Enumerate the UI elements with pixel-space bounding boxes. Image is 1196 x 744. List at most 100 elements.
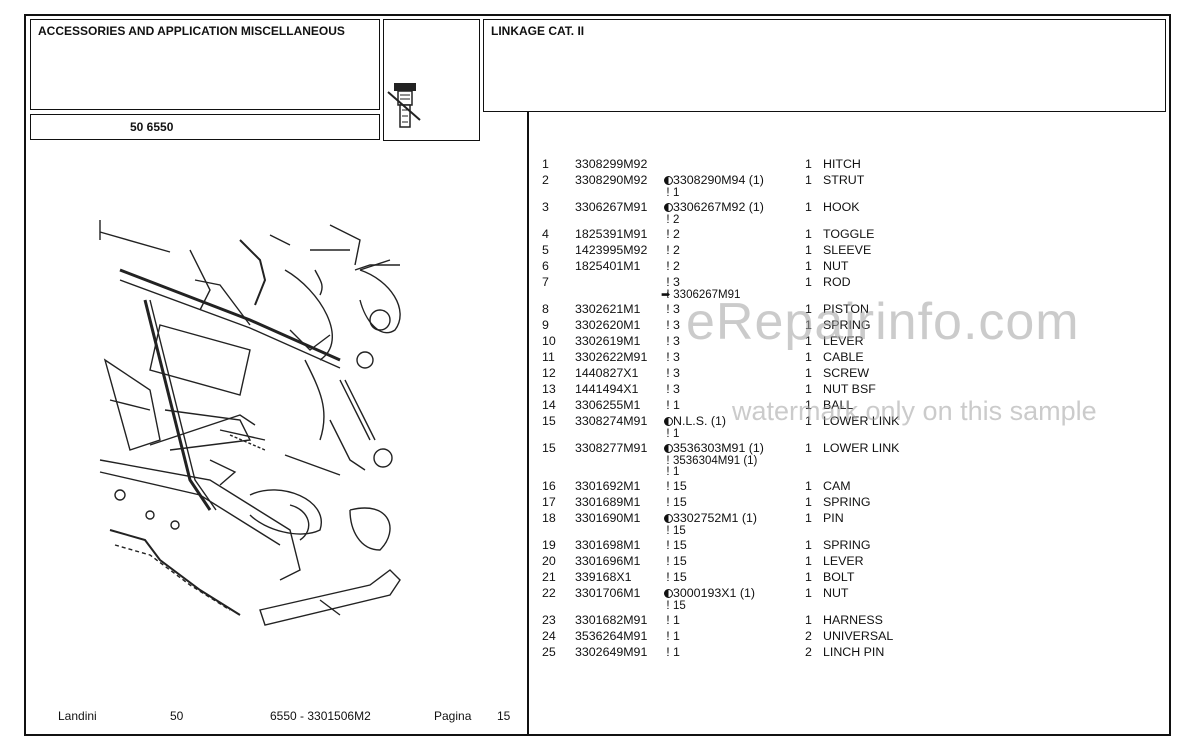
compat-mark: ! (666, 495, 670, 509)
ref-number: 24 (542, 629, 556, 643)
ref-number: 17 (542, 495, 556, 509)
model-number: 50 6550 (130, 120, 174, 134)
ref-number: 15 (542, 441, 556, 455)
part-number: 3301706M1 (575, 586, 641, 600)
reference-cell: 2 (673, 226, 805, 242)
part-number: 339168X1 (575, 570, 632, 584)
quantity: 2 (805, 645, 812, 659)
reference-cell: 3306267M92 (1)2 (673, 199, 805, 226)
reference-cell: 3➡ 3306267M91 (661, 274, 805, 301)
ref-number: 10 (542, 334, 556, 348)
footer-doc-number: 6550 - 3301506M2 (270, 709, 371, 723)
hitch-pin-icon (387, 83, 421, 128)
reference: 1 (673, 398, 680, 412)
description: BALL (823, 398, 854, 412)
compat-mark: ! (663, 510, 673, 537)
description: STRUT (823, 173, 865, 187)
exploded-linkage-diagram (99, 220, 401, 626)
compat-mark: ! (663, 585, 673, 612)
compat-mark: ! (666, 645, 670, 659)
quantity: 1 (805, 227, 812, 241)
ref-number: 18 (542, 511, 556, 525)
reference-cell: N.L.S. (1)1 (673, 413, 805, 440)
part-number: 3536264M91 (575, 629, 648, 643)
ref-number: 2 (542, 173, 549, 187)
quantity: 1 (805, 259, 812, 273)
compat-mark: ! (666, 538, 670, 552)
description: SLEEVE (823, 243, 872, 257)
part-number: 1440827X1 (575, 366, 639, 380)
description: SPRING (823, 495, 871, 509)
reference: 2 (673, 243, 680, 257)
quantity: 1 (805, 302, 812, 316)
page-frame (24, 14, 1171, 736)
reference-cell: 3 (673, 333, 805, 349)
reference: 3302752M1 (1) (673, 511, 758, 525)
quantity: 1 (805, 586, 812, 600)
quantity: 1 (805, 479, 812, 493)
compat-mark: !! (663, 274, 673, 301)
interchange-dot-icon (663, 203, 673, 212)
footer-brand: Landini (58, 709, 97, 723)
reference-sub: 3536304M91 (1) (673, 455, 758, 467)
ref-number: 20 (542, 554, 556, 568)
ref-number: 6 (542, 259, 549, 273)
reference: 15 (673, 570, 687, 584)
watermark-note: watermark only on this sample (732, 396, 1097, 426)
description: NUT (823, 259, 849, 273)
compat-mark-continuation: ! (666, 428, 670, 440)
part-number: 3302619M1 (575, 334, 641, 348)
reference-sub: 15 (673, 525, 686, 537)
quantity: 1 (805, 538, 812, 552)
compat-mark: ! (666, 259, 670, 273)
description: ROD (823, 275, 851, 289)
part-number: 1825401M1 (575, 259, 641, 273)
model-box (30, 114, 380, 140)
reference-cell: 15 (673, 494, 805, 510)
quantity: 1 (805, 157, 812, 171)
reference: N.L.S. (1) (673, 414, 727, 428)
reference-cell: 1 (673, 612, 805, 628)
compat-mark-continuation: ! (666, 466, 670, 478)
quantity: 1 (805, 200, 812, 214)
compat-mark: ! (666, 350, 670, 364)
compat-mark: ! (666, 366, 670, 380)
footer-page-label: Pagina (434, 709, 472, 723)
interchange-dot-icon (663, 176, 673, 185)
quantity: 1 (805, 366, 812, 380)
description: NUT BSF (823, 382, 876, 396)
description: NUT (823, 586, 849, 600)
quantity: 1 (805, 441, 812, 455)
ref-number: 21 (542, 570, 556, 584)
reference: 2 (673, 227, 680, 241)
compat-mark-continuation: ! (666, 289, 670, 301)
part-number: 1423995M92 (575, 243, 648, 257)
description: CABLE (823, 350, 864, 364)
description: LINCH PIN (823, 645, 885, 659)
part-number: 1441494X1 (575, 382, 639, 396)
quantity: 1 (805, 414, 812, 428)
compat-mark-continuation: ! (666, 187, 670, 199)
reference: 3 (673, 318, 680, 332)
compat-mark: ! (666, 479, 670, 493)
compat-mark: ! (666, 227, 670, 241)
reference: 1 (673, 645, 680, 659)
description: HITCH (823, 157, 861, 171)
interchange-dot-icon (663, 417, 673, 426)
part-number: 3301682M91 (575, 613, 648, 627)
